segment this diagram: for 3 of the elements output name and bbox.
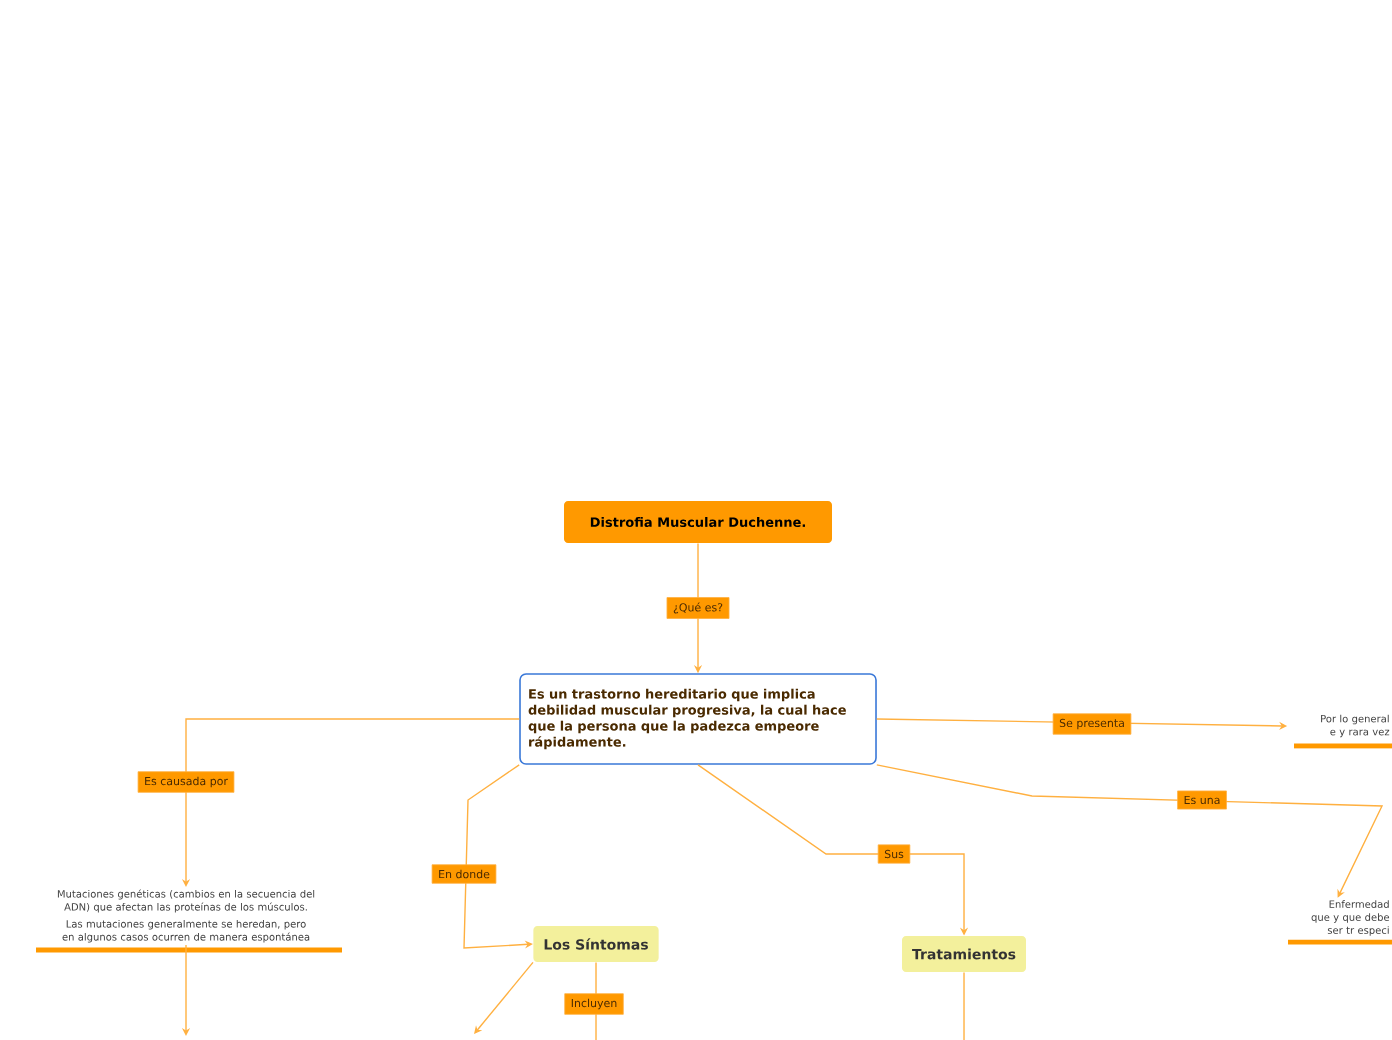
arrow xyxy=(474,961,534,1034)
arrow xyxy=(463,764,533,949)
arrow xyxy=(876,764,1384,898)
